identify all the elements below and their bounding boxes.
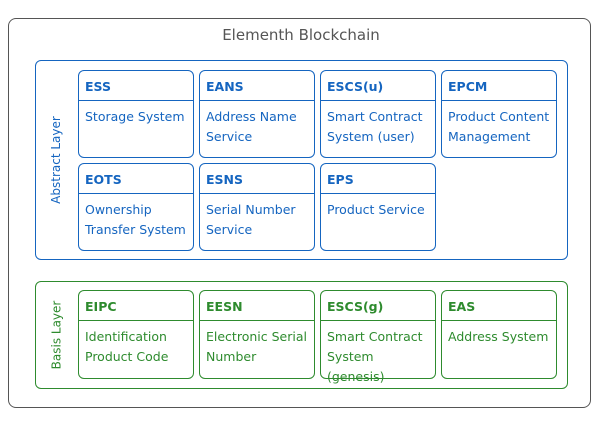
abstract-layer [35,60,568,260]
module-eots: EOTS Ownership Transfer System [78,163,194,251]
module-name: Product Content Management [448,109,550,144]
module-esns: ESNS Serial Number Service [199,163,315,251]
module-name: Smart Contract System (genesis) [327,329,423,384]
module-name: Serial Number Service [206,202,296,237]
abstract-layer-label: Abstract Layer [48,116,63,204]
module-name: Product Service [327,202,425,217]
module-code: EIPC [79,291,193,321]
module-code: EOTS [79,164,193,194]
module-escs-u: ESCS(u) Smart Contract System (user) [320,70,436,158]
module-eps: EPS Product Service [320,163,436,251]
module-code: ESCS(g) [321,291,435,321]
module-code: ESCS(u) [321,71,435,101]
module-eans: EANS Address Name Service [199,70,315,158]
module-code: ESS [79,71,193,101]
module-code: ESNS [200,164,314,194]
basis-layer [35,281,568,389]
module-name: Address Name Service [206,109,297,144]
module-eipc: EIPC Identification Product Code [78,290,194,379]
module-name: Smart Contract System (user) [327,109,423,144]
module-code: EPCM [442,71,556,101]
module-name: Storage System [85,109,185,124]
module-name: Identification Product Code [85,329,169,364]
module-eesn: EESN Electronic Serial Number [199,290,315,379]
module-ess: ESS Storage System [78,70,194,158]
module-eas: EAS Address System [441,290,557,379]
blockchain-frame [8,18,591,408]
module-name: Electronic Serial Number [206,329,307,364]
module-code: EAS [442,291,556,321]
module-code: EESN [200,291,314,321]
module-code: EANS [200,71,314,101]
module-escs-g: ESCS(g) Smart Contract System (genesis) [320,290,436,384]
module-name: Ownership Transfer System [85,202,186,237]
module-name: Address System [448,329,549,344]
basis-layer-label: Basis Layer [48,300,63,370]
module-code: EPS [321,164,435,194]
diagram-title: Elementh Blockchain [222,26,380,44]
module-epcm: EPCM Product Content Management [441,70,557,158]
